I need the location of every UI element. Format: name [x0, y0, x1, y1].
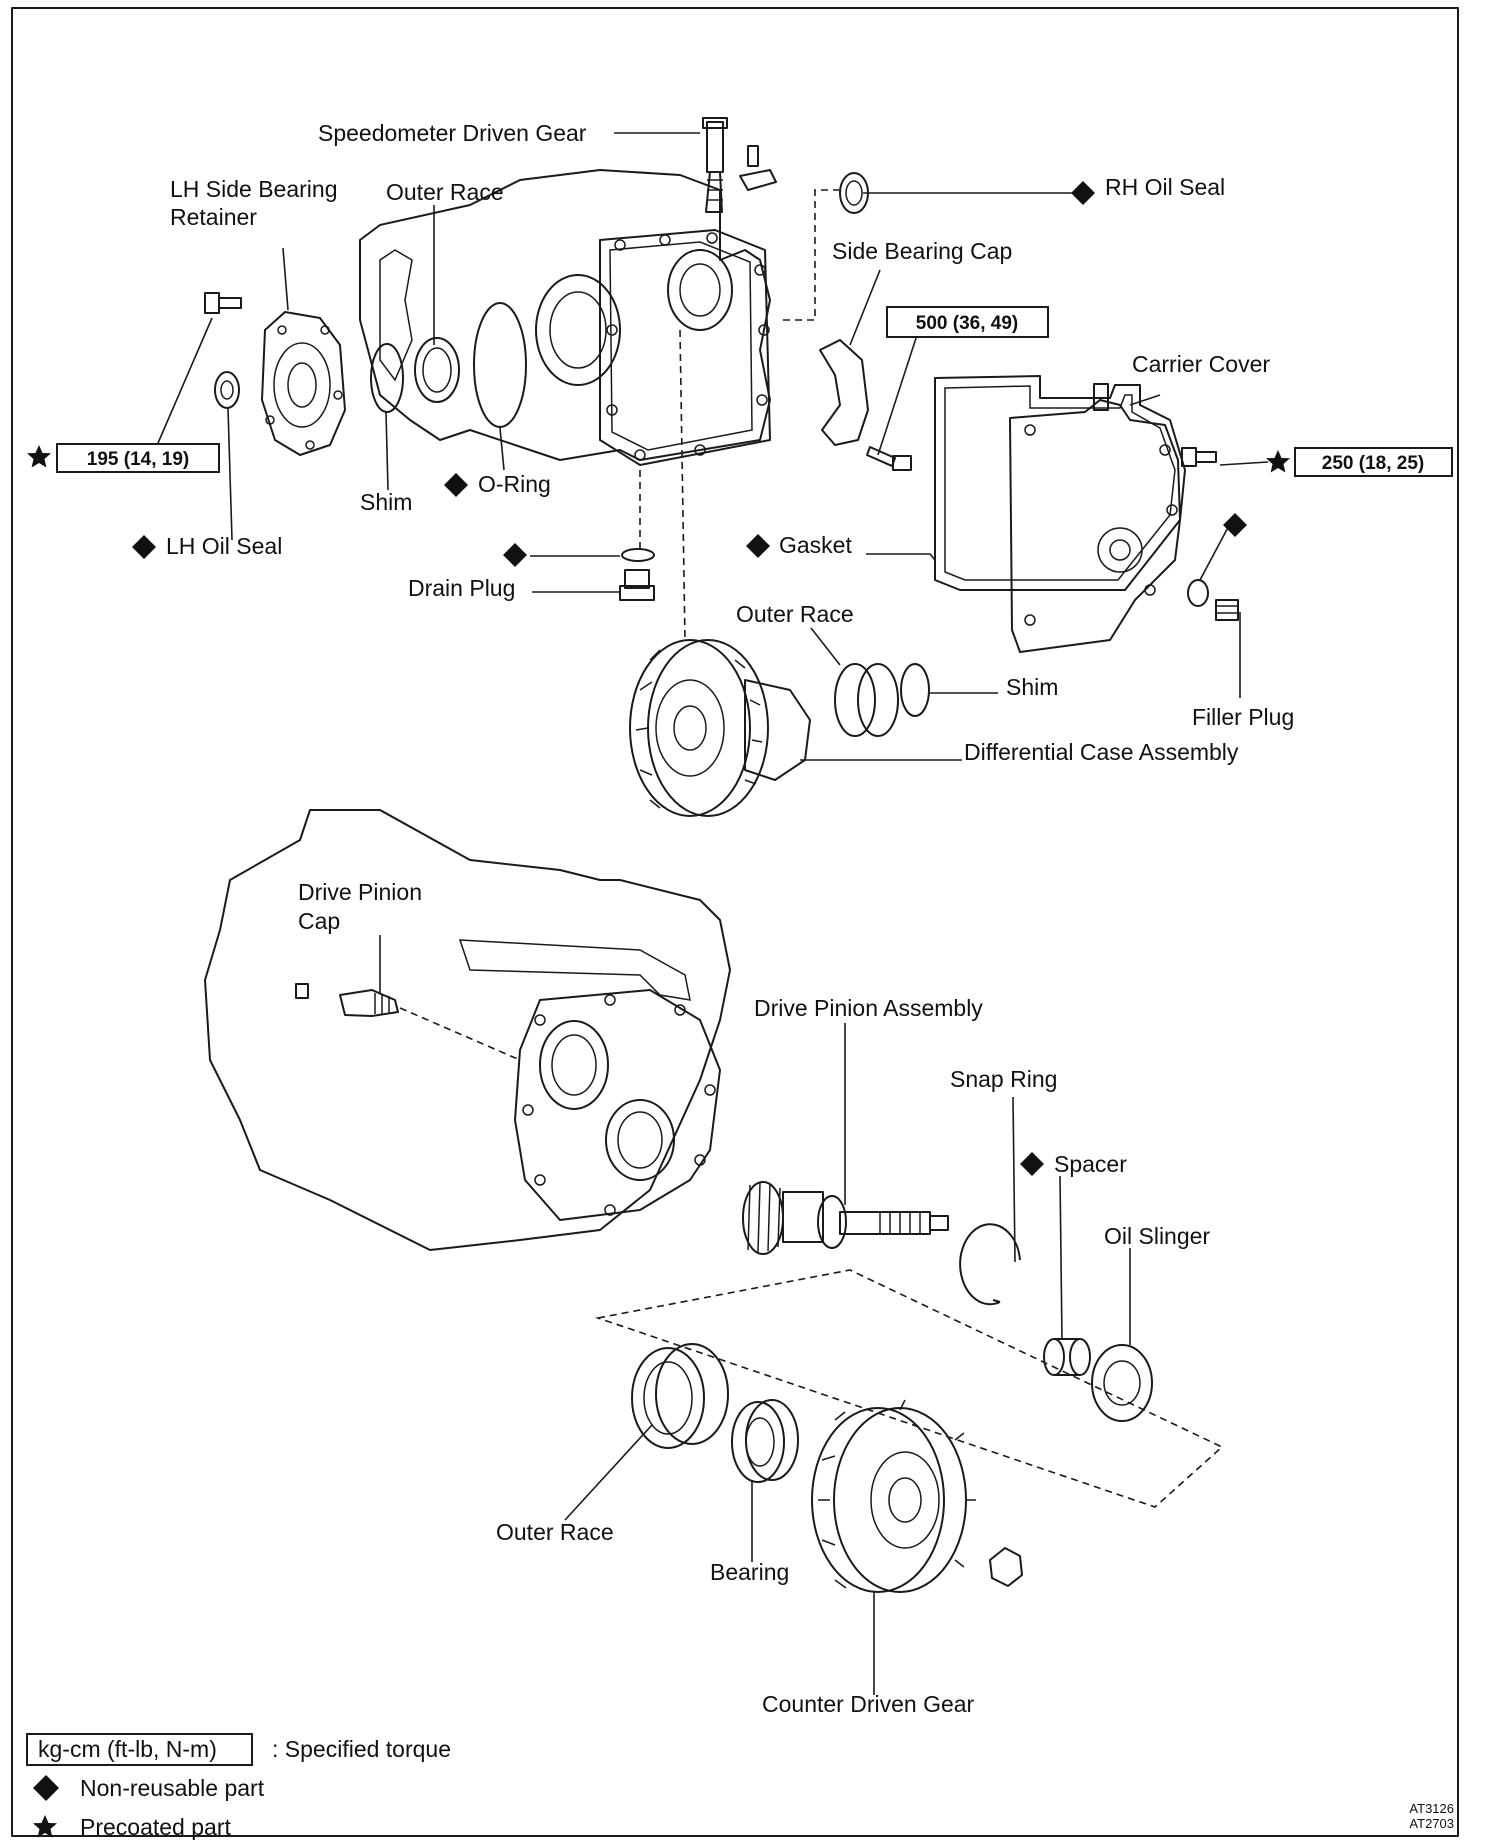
diamond-symbols	[33, 181, 1247, 1801]
nut-part	[989, 1547, 1023, 1587]
label-counter-driven-gear: Counter Driven Gear	[762, 1691, 975, 1717]
differential-case-part	[629, 639, 811, 817]
legend: kg-cm (ft-lb, N-m) : Specified torque No…	[26, 1733, 451, 1840]
page-frame	[11, 7, 1459, 1837]
counter-driven-gear-part	[811, 1399, 976, 1593]
star-symbols	[27, 445, 1290, 1838]
label-carrier-cover: Carrier Cover	[1132, 351, 1270, 377]
label-lh-oil-seal: LH Oil Seal	[166, 533, 282, 559]
transaxle-case-drawing	[359, 169, 771, 466]
shim-left-part	[370, 343, 404, 413]
o-ring-part	[473, 302, 527, 428]
filler-plug-part	[1187, 579, 1239, 621]
non-reusable-diamond-lh-oil-seal	[132, 535, 156, 559]
oil-slinger-part	[1091, 1344, 1153, 1422]
precoated-star-250	[1266, 450, 1290, 473]
non-reusable-diamond-rh-oil-seal	[1071, 181, 1095, 205]
bearing-part	[731, 1399, 799, 1483]
leader-lines	[154, 132, 1269, 1695]
label-gasket: Gasket	[779, 532, 852, 558]
cover-bolt	[1181, 447, 1217, 467]
legend-non-reusable: Non-reusable part	[80, 1775, 265, 1801]
drive-pinion-cap-part	[295, 983, 399, 1017]
label-filler-plug: Filler Plug	[1192, 704, 1294, 730]
torque-195: 195 (14, 19)	[87, 449, 189, 470]
outer-race-top-part	[414, 337, 460, 403]
torque-500: 500 (36, 49)	[916, 313, 1018, 334]
label-shim-right: Shim	[1006, 674, 1058, 700]
label-o-ring: O-Ring	[478, 471, 551, 497]
outer-race-bottom-part	[631, 1343, 729, 1449]
drive-pinion-assembly-part	[742, 1181, 949, 1255]
transmission-case-drawing	[204, 809, 731, 1251]
torque-box-195	[56, 443, 220, 473]
spacer-part	[1043, 1338, 1091, 1376]
lh-oil-seal-part	[214, 371, 240, 409]
label-drain-plug: Drain Plug	[408, 575, 515, 601]
legend-star-icon	[33, 1815, 57, 1838]
legend-precoated: Precoated part	[80, 1814, 231, 1840]
legend-unit-desc: : Specified torque	[272, 1736, 451, 1762]
retainer-bolt	[204, 292, 242, 314]
legend-diamond-icon	[33, 1775, 59, 1801]
legend-unit: kg-cm (ft-lb, N-m)	[38, 1736, 217, 1762]
lh-side-bearing-retainer-part	[261, 311, 346, 456]
outer-race-mid-part	[834, 663, 899, 737]
label-differential-case-assembly: Differential Case Assembly	[964, 739, 1239, 765]
non-reusable-diamond-o-ring	[444, 473, 468, 497]
label-outer-race-bottom: Outer Race	[496, 1519, 614, 1545]
alignment-box-lower	[594, 1269, 1224, 1508]
ref-code-1: AT3126	[1409, 1801, 1454, 1816]
label-outer-race-top: Outer Race	[386, 179, 504, 205]
legend-unit-box	[26, 1733, 253, 1766]
label-speedometer-driven-gear: Speedometer Driven Gear	[318, 120, 587, 146]
cap-bolt	[866, 446, 912, 471]
shim-right-part	[900, 663, 930, 717]
label-shim-left: Shim	[360, 489, 412, 515]
label-rh-oil-seal: RH Oil Seal	[1105, 174, 1225, 200]
carrier-cover-part	[1009, 383, 1181, 653]
speedometer-lock-bolt	[739, 145, 777, 191]
gasket-part	[934, 375, 1186, 591]
label-side-bearing-cap: Side Bearing Cap	[832, 238, 1012, 264]
label-outer-race-mid: Outer Race	[736, 601, 854, 627]
non-reusable-diamond-drain-washer	[503, 543, 527, 567]
label-lh-side-bearing-retainer-1: LH Side Bearing	[170, 176, 338, 202]
label-drive-pinion-cap-1: Drive Pinion	[298, 879, 422, 905]
label-snap-ring: Snap Ring	[950, 1066, 1057, 1092]
torque-250: 250 (18, 25)	[1322, 453, 1424, 474]
label-oil-slinger: Oil Slinger	[1104, 1223, 1210, 1249]
label-drive-pinion-cap-2: Cap	[298, 908, 340, 934]
non-reusable-diamond-filler-washer	[1223, 513, 1247, 537]
drain-plug-part	[619, 548, 655, 601]
alignment-line-cap	[399, 1007, 521, 1061]
speedometer-driven-gear-part	[702, 117, 728, 213]
label-spacer: Spacer	[1054, 1151, 1127, 1177]
precoated-star-195	[27, 445, 51, 468]
torque-box-500	[886, 306, 1049, 338]
alignment-lines-upper	[639, 189, 840, 641]
label-lh-side-bearing-retainer-2: Retainer	[170, 204, 257, 230]
label-bearing: Bearing	[710, 1559, 789, 1585]
ref-code-2: AT2703	[1409, 1816, 1454, 1831]
side-bearing-cap-part	[819, 339, 869, 446]
torque-box-250	[1294, 447, 1453, 477]
non-reusable-diamond-gasket	[746, 534, 770, 558]
snap-ring-part	[959, 1223, 1021, 1306]
non-reusable-diamond-spacer	[1020, 1152, 1044, 1176]
label-drive-pinion-assembly: Drive Pinion Assembly	[754, 995, 983, 1021]
